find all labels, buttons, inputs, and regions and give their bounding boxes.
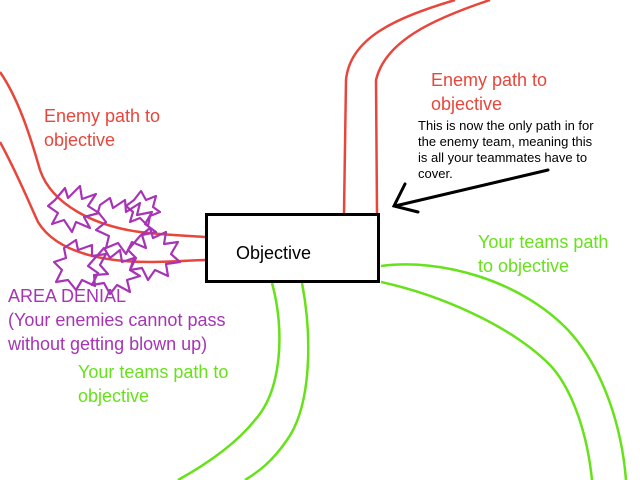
enemy-path-left-lower bbox=[0, 141, 206, 264]
enemy-path-left-label: Enemy path to objective bbox=[44, 104, 160, 152]
note-line-2: the enemy team, meaning this bbox=[418, 134, 593, 149]
team-path-bottom-label: Your teams path to objective bbox=[78, 360, 228, 408]
team-path-bottom-line-1: Your teams path to bbox=[78, 362, 229, 382]
enemy-path-right-label: Enemy path to objective bbox=[431, 68, 547, 116]
enemy-path-left-line-2: objective bbox=[44, 130, 116, 150]
team-path-right-line-1: Your teams path bbox=[478, 232, 609, 252]
team-path-right-lower bbox=[380, 280, 594, 480]
enemy-path-left-line-1: Enemy path to bbox=[44, 106, 161, 126]
arrow-icon bbox=[391, 168, 550, 214]
explosion-scribble-icon bbox=[46, 184, 182, 296]
note-line-1: This is now the only path in for bbox=[418, 118, 594, 133]
team-path-right-upper bbox=[380, 263, 628, 480]
area-denial-line-2: (Your enemies cannot pass bbox=[8, 310, 226, 330]
team-path-right-label: Your teams path to objective bbox=[478, 230, 608, 278]
team-path-bottom-left bbox=[177, 282, 281, 480]
area-denial-line-3: without getting blown up) bbox=[8, 334, 208, 354]
enemy-path-right-outer bbox=[342, 0, 456, 214]
note-line-4: cover. bbox=[418, 166, 453, 181]
area-denial-label: AREA DENIAL (Your enemies cannot pass wi… bbox=[8, 284, 225, 356]
team-path-right-line-2: to objective bbox=[478, 256, 570, 276]
objective-label: Objective bbox=[236, 243, 312, 263]
objective-box: Objective bbox=[205, 213, 380, 283]
team-path-bottom-line-2: objective bbox=[78, 386, 150, 406]
enemy-path-left-upper bbox=[0, 71, 206, 239]
enemy-path-right-line-2: objective bbox=[431, 94, 503, 114]
note-line-3: is all your teammates have to bbox=[418, 150, 588, 165]
enemy-path-right-line-1: Enemy path to bbox=[431, 70, 548, 90]
enemy-path-right-inner bbox=[374, 0, 491, 214]
note-text: This is now the only path in for the ene… bbox=[418, 118, 594, 182]
team-path-bottom-right bbox=[244, 282, 310, 480]
area-denial-line-1: AREA DENIAL bbox=[8, 286, 127, 306]
